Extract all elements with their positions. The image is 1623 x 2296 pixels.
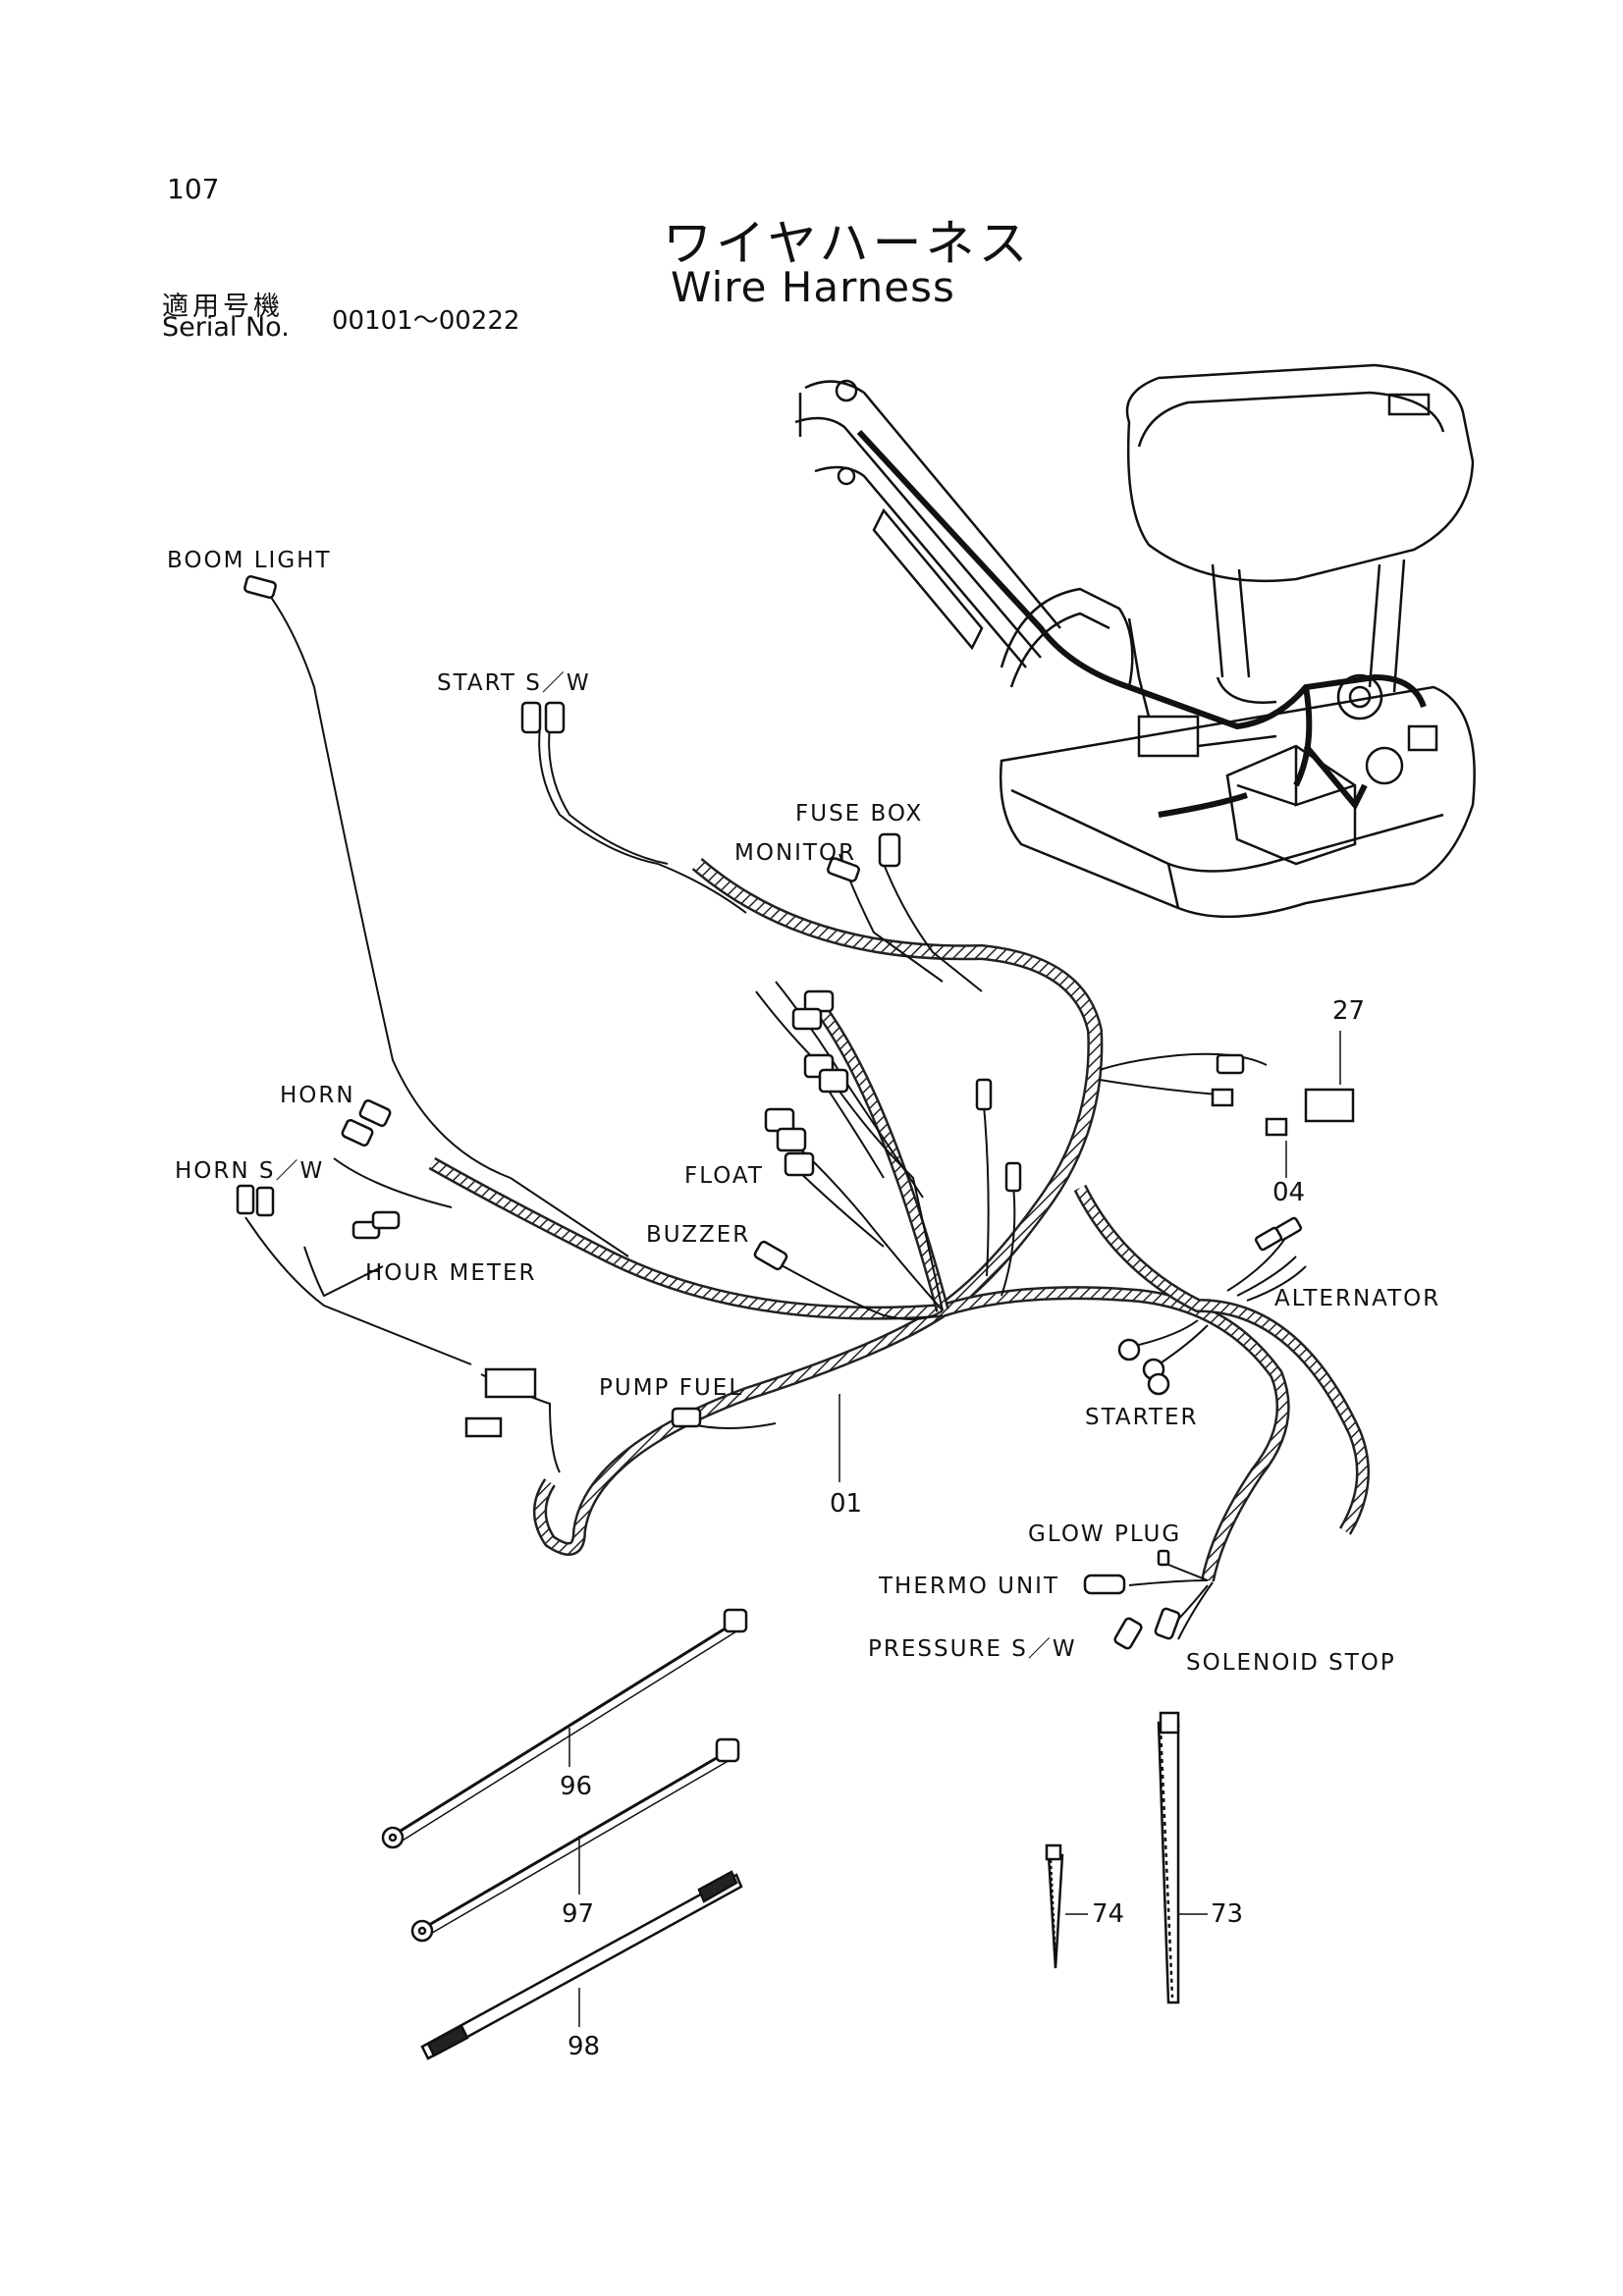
- part-number-98: 98: [568, 2032, 601, 2061]
- leader-lines: [568, 1031, 1341, 2027]
- label-boom-light: BOOM LIGHT: [167, 548, 332, 573]
- title-english: Wire Harness: [671, 263, 955, 311]
- part-number-04: 04: [1272, 1178, 1306, 1207]
- label-buzzer: BUZZER: [646, 1222, 751, 1248]
- machine-harness-path: [856, 429, 1427, 818]
- main-harness-bundles: [428, 857, 1370, 1582]
- label-pump-fuel: PUMP FUEL: [599, 1375, 744, 1401]
- label-solenoid-stop: SOLENOID STOP: [1186, 1650, 1396, 1676]
- label-pressure-sw: PRESSURE S／W: [868, 1636, 1077, 1662]
- part-number-73: 73: [1211, 1899, 1244, 1929]
- part-number-01: 01: [830, 1489, 863, 1519]
- machine-illustration: [794, 363, 1476, 919]
- page-number: 107: [167, 173, 220, 205]
- label-start-sw: START S／W: [437, 670, 591, 696]
- label-fuse-box: FUSE BOX: [795, 801, 924, 827]
- part-number-96: 96: [560, 1772, 593, 1801]
- label-alternator: ALTERNATOR: [1274, 1286, 1441, 1311]
- part-number-74: 74: [1092, 1899, 1125, 1929]
- connectors: [236, 575, 1355, 1650]
- label-monitor: MONITOR: [734, 840, 857, 866]
- separate-parts: [381, 1608, 1180, 2060]
- serial-label-english: Serial No.: [162, 312, 290, 343]
- title-japanese: ワイヤハーネス: [663, 215, 1032, 272]
- part-number-27: 27: [1332, 996, 1366, 1026]
- serial-label-japanese: 適用号機: [162, 292, 284, 322]
- label-horn: HORN: [280, 1083, 355, 1108]
- label-thermo-unit: THERMO UNIT: [879, 1574, 1059, 1599]
- label-horn-sw: HORN S／W: [175, 1158, 325, 1184]
- serial-range: 00101～00222: [332, 306, 520, 336]
- part-number-97: 97: [562, 1899, 595, 1929]
- label-float: FLOAT: [684, 1163, 764, 1189]
- label-hour-meter: HOUR METER: [365, 1260, 537, 1286]
- label-starter: STARTER: [1085, 1405, 1199, 1430]
- label-glow-plug: GLOW PLUG: [1028, 1522, 1182, 1547]
